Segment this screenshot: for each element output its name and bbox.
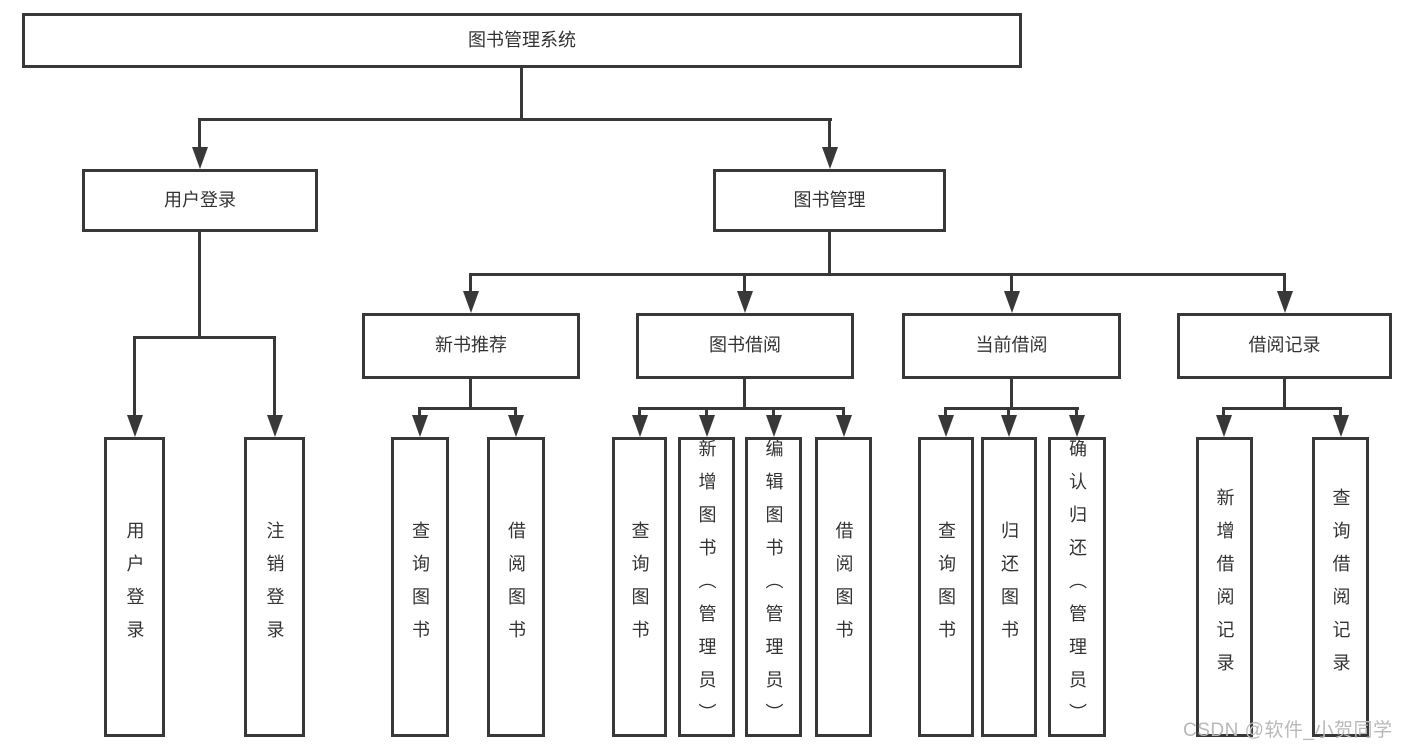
connector-line: [198, 118, 201, 150]
leaf-add-book-admin: 新增图书（管理员）: [678, 437, 735, 737]
connector-line: [842, 407, 845, 419]
node-book-management: 图书管理: [713, 169, 946, 232]
leaf-user-login: 用户登录: [104, 437, 165, 737]
leaf-query-borrow-record-label: 查询借阅记录: [1330, 488, 1351, 686]
node-book-management-label: 图书管理: [793, 189, 866, 210]
node-root-label: 图书管理系统: [468, 29, 576, 50]
connector-line: [469, 273, 1286, 276]
leaf-return-book-label: 归还图书: [999, 521, 1019, 653]
node-current-borrow-label: 当前借阅: [975, 335, 1048, 356]
connector-line: [743, 379, 746, 410]
leaf-borrow-books-2-label: 借阅图书: [833, 521, 854, 653]
leaf-edit-book-admin: 编辑图书（管理员）: [745, 437, 802, 737]
arrow-down-icon: [836, 415, 852, 437]
leaf-query-books-1-label: 查询图书: [410, 521, 430, 653]
connector-line: [944, 407, 947, 419]
connector-line: [469, 273, 472, 295]
connector-line: [1075, 407, 1078, 419]
leaf-query-books-2-label: 查询图书: [629, 521, 650, 653]
arrow-down-icon: [766, 415, 782, 437]
arrow-down-icon: [938, 415, 954, 437]
connector-line: [133, 336, 136, 418]
leaf-query-borrow-record: 查询借阅记录: [1312, 437, 1369, 737]
leaf-user-login-label: 用户登录: [124, 521, 145, 653]
node-book-borrow: 图书借阅: [636, 313, 854, 379]
leaf-add-borrow-record: 新增借阅记录: [1196, 437, 1253, 737]
connector-line: [198, 232, 201, 339]
arrow-down-icon: [1216, 415, 1232, 437]
leaf-add-book-admin-label: 新增图书（管理员）: [696, 438, 717, 736]
connector-line: [772, 407, 775, 419]
connector-line: [133, 336, 276, 339]
connector-line: [520, 68, 523, 121]
connector-line: [828, 232, 831, 276]
leaf-return-book: 归还图书: [981, 437, 1037, 737]
leaf-confirm-return-admin-label: 确认归还（管理员）: [1067, 438, 1087, 736]
connector-line: [828, 118, 831, 150]
arrow-down-icon: [699, 415, 715, 437]
arrow-down-icon: [1069, 415, 1085, 437]
node-user-login: 用户登录: [82, 169, 318, 232]
leaf-borrow-books-2: 借阅图书: [815, 437, 872, 737]
node-root: 图书管理系统: [22, 13, 1022, 68]
connector-line: [198, 118, 832, 121]
connector-line: [638, 407, 845, 410]
connector-line: [638, 407, 641, 419]
node-current-borrow: 当前借阅: [902, 313, 1121, 379]
leaf-confirm-return-admin: 确认归还（管理员）: [1048, 437, 1106, 737]
leaf-query-books-3-label: 查询图书: [936, 521, 956, 653]
node-book-borrow-label: 图书借阅: [709, 335, 781, 356]
arrow-down-icon: [1001, 415, 1017, 437]
node-borrow-records: 借阅记录: [1177, 313, 1392, 379]
arrow-down-icon: [1004, 291, 1020, 313]
arrow-down-icon: [737, 291, 753, 313]
connector-line: [705, 407, 708, 419]
connector-line: [1283, 273, 1286, 295]
node-new-book-recommend-label: 新书推荐: [435, 335, 507, 356]
node-user-login-label: 用户登录: [164, 189, 236, 210]
connector-line: [1339, 407, 1342, 419]
connector-line: [418, 407, 517, 410]
leaf-edit-book-admin-label: 编辑图书（管理员）: [763, 438, 784, 736]
connector-line: [418, 407, 421, 419]
leaf-query-books-2: 查询图书: [612, 437, 667, 737]
connector-line: [1007, 407, 1010, 419]
arrow-down-icon: [412, 415, 428, 437]
arrow-down-icon: [632, 415, 648, 437]
arrow-down-icon: [822, 147, 838, 169]
arrow-down-icon: [1277, 291, 1293, 313]
arrow-down-icon: [463, 291, 479, 313]
connector-line: [1283, 379, 1286, 410]
connector-line: [1010, 273, 1013, 295]
node-borrow-records-label: 借阅记录: [1248, 335, 1321, 356]
arrow-down-icon: [127, 415, 143, 437]
connector-line: [469, 379, 472, 410]
arrow-down-icon: [192, 147, 208, 169]
node-new-book-recommend: 新书推荐: [362, 313, 580, 379]
connector-line: [743, 273, 746, 295]
leaf-query-books-3: 查询图书: [918, 437, 974, 737]
leaf-borrow-books-1-label: 借阅图书: [506, 521, 526, 653]
leaf-logout: 注销登录: [244, 437, 305, 737]
arrow-down-icon: [267, 415, 283, 437]
connector-line: [1010, 379, 1013, 410]
connector-line: [944, 407, 1079, 410]
leaf-logout-label: 注销登录: [264, 521, 285, 653]
leaf-add-borrow-record-label: 新增借阅记录: [1214, 488, 1235, 686]
leaf-query-books-1: 查询图书: [391, 437, 449, 737]
connector-line: [514, 407, 517, 419]
arrow-down-icon: [1333, 415, 1349, 437]
connector-line: [1222, 407, 1225, 419]
leaf-borrow-books-1: 借阅图书: [487, 437, 545, 737]
arrow-down-icon: [508, 415, 524, 437]
connector-line: [1222, 407, 1342, 410]
connector-line: [273, 336, 276, 418]
csdn-watermark: CSDN @软件_小贺同学: [1183, 720, 1393, 741]
